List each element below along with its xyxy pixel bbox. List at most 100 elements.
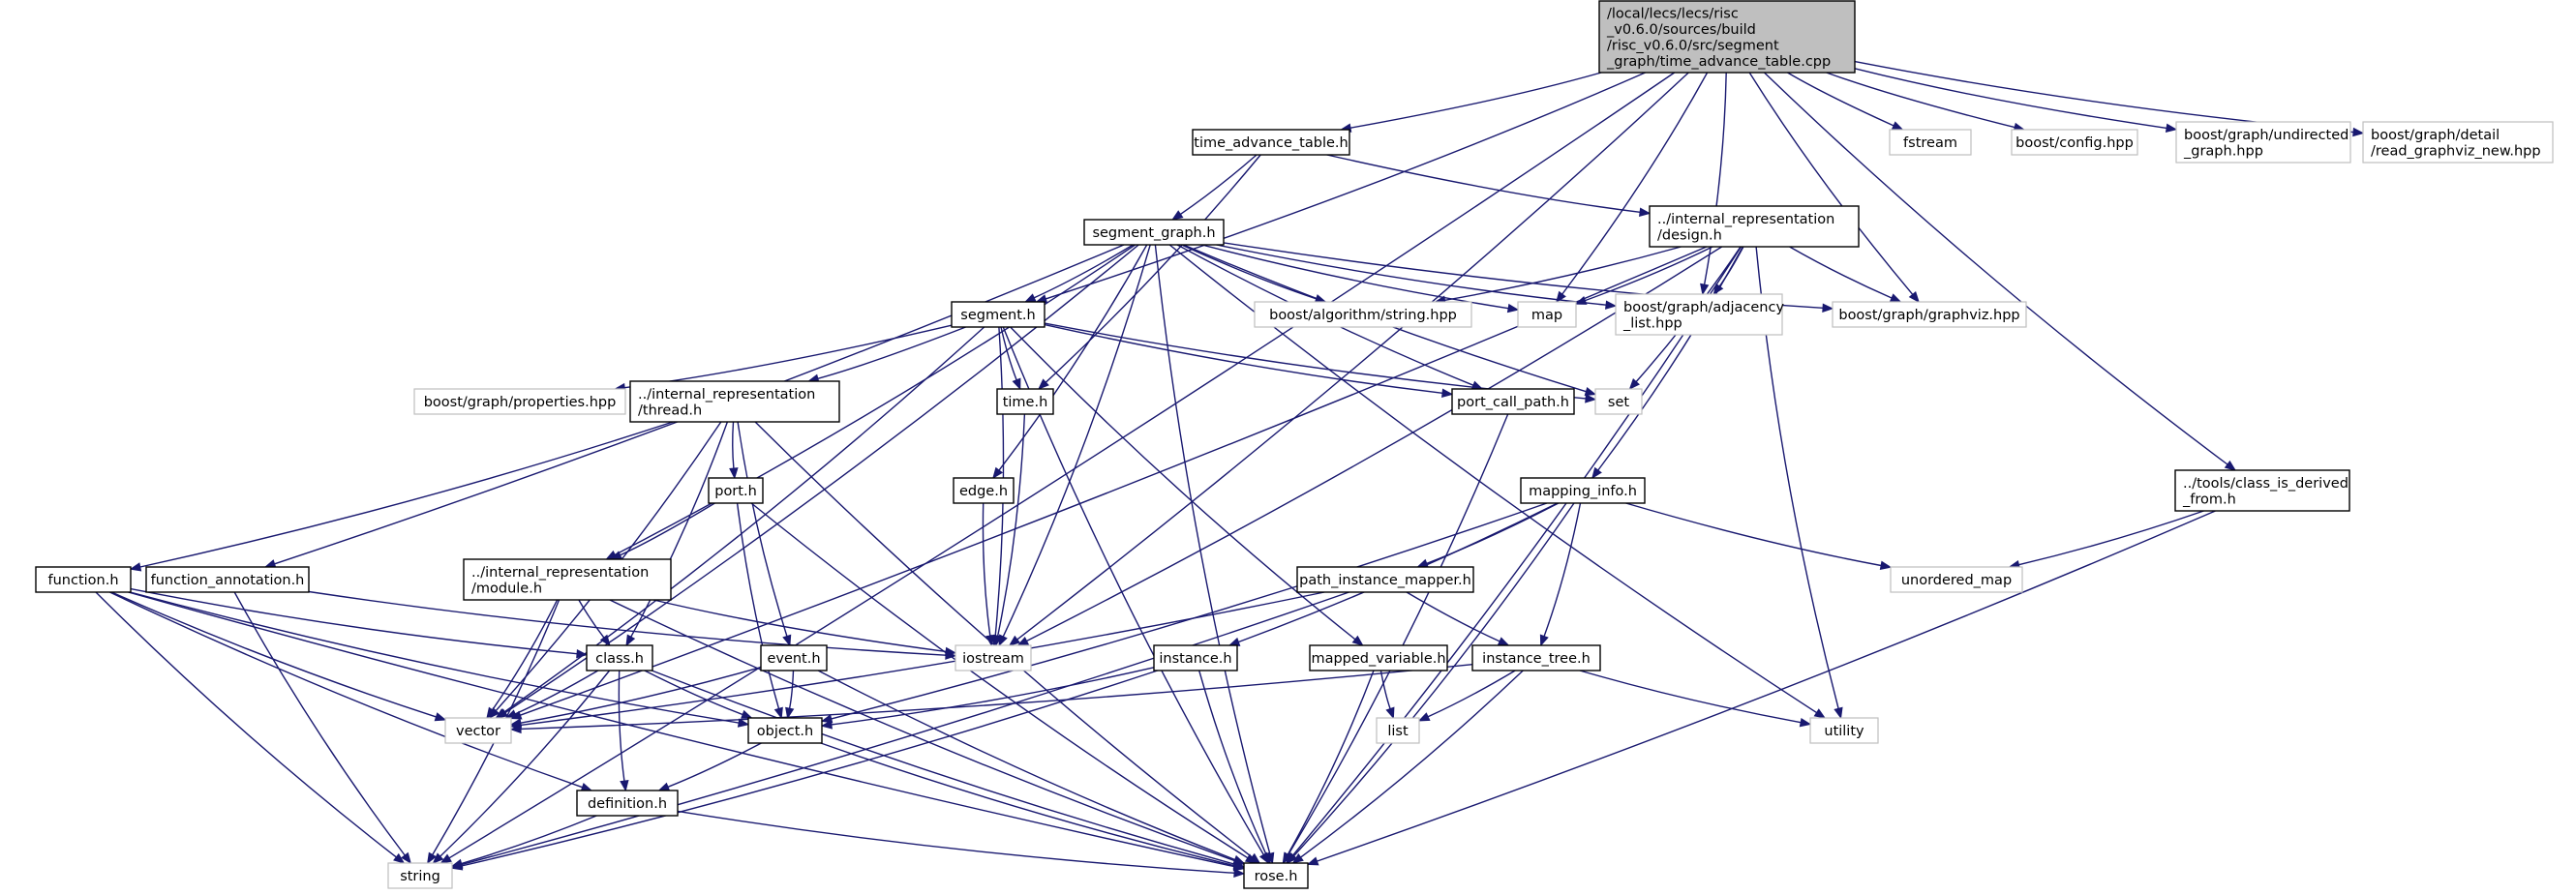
edge-class-h-to-vector	[504, 670, 599, 719]
node-segment-graph-h[interactable]: segment_graph.h	[1083, 219, 1225, 246]
node-box	[1254, 301, 1472, 328]
node-label: /read_graphviz_new.hpp	[2371, 143, 2541, 159]
edge-function-h-to-definition-h	[109, 591, 593, 792]
node-time-advance-table-h[interactable]: time_advance_table.h	[1192, 129, 1350, 156]
edge-line	[1044, 322, 1587, 400]
edge-mapping-info-h-to-instance-tree-h	[1539, 502, 1582, 647]
edge-arrowhead	[782, 634, 792, 647]
edge-design-h-to-mapping-info-h	[1591, 246, 1744, 480]
edge-instance-tree-h-to-utility	[1579, 670, 1812, 728]
edge-class-h-to-string	[432, 670, 611, 864]
node-box	[1890, 566, 2023, 593]
edge-arrowhead	[1261, 851, 1271, 865]
node-instance-h[interactable]: instance.h	[1153, 644, 1238, 671]
node-design-h[interactable]: ../internal_representation/design.h	[1649, 205, 1860, 248]
node-label: mapping_info.h	[1529, 484, 1637, 499]
edge-segment-graph-h-to-boost-adjacency	[1216, 244, 1618, 310]
edge-event-h-to-rose-h	[817, 670, 1246, 864]
edge-time-h-to-iostream	[993, 413, 1026, 647]
node-label: vector	[456, 724, 500, 739]
node-root[interactable]: /local/lecs/lecs/risc_v0.6.0/sources/bui…	[1598, 0, 1856, 74]
edge-arrowhead	[1539, 634, 1549, 647]
node-time-h[interactable]: time.h	[996, 388, 1054, 415]
edge-class-h-to-rose-h	[652, 670, 1246, 869]
node-segment-h[interactable]: segment.h	[951, 301, 1046, 328]
node-function-h[interactable]: function.h	[35, 566, 132, 593]
edge-class-is-derived-h-to-rose-h	[1306, 510, 2216, 866]
node-label: ../tools/class_is_derived	[2183, 476, 2349, 492]
edge-line	[630, 421, 729, 638]
node-class-is-derived-h[interactable]: ../tools/class_is_derived_from.h	[2174, 469, 2350, 512]
edge-line	[520, 664, 1473, 731]
node-path-instance-mapper-h[interactable]: path_instance_mapper.h	[1296, 566, 1474, 593]
edge-class-is-derived-h-to-unordered-map	[2008, 510, 2204, 570]
node-label: class.h	[595, 651, 644, 667]
node-rose-h[interactable]: rose.h	[1243, 862, 1309, 889]
edge-line	[461, 591, 1349, 866]
edge-function-annotation-h-to-string	[233, 591, 412, 865]
edge-arrowhead	[1591, 466, 1602, 480]
edge-line	[1579, 670, 1802, 724]
edge-root-to-boost-config	[1826, 72, 2026, 133]
node-module-h[interactable]: ../internal_representation/module.h	[463, 558, 672, 601]
edge-path-instance-mapper-h-to-instance-tree-h	[1406, 591, 1510, 646]
node-mapping-info-h[interactable]: mapping_info.h	[1520, 477, 1646, 504]
edge-root-to-iostream	[1008, 72, 1689, 646]
edge-arrowhead	[1605, 300, 1618, 310]
edge-arrowhead	[620, 780, 629, 792]
edge-line	[1406, 591, 1500, 642]
node-unordered-map: unordered_map	[1890, 566, 2023, 593]
node-label: boost/graph/undirected	[2184, 128, 2349, 143]
node-box	[1243, 862, 1309, 889]
node-box	[1809, 717, 1879, 744]
edge-arrowhead	[1232, 860, 1246, 871]
edge-segment-h-to-mapped-variable-h	[1010, 326, 1364, 646]
node-edge-h[interactable]: edge.h	[953, 477, 1015, 504]
edge-arrowhead	[129, 562, 142, 572]
edge-mapping-info-h-to-unordered-map	[1625, 502, 1893, 571]
edge-line	[492, 599, 559, 711]
edge-root-to-string	[439, 72, 1676, 864]
node-event-h[interactable]: event.h	[760, 644, 828, 671]
node-label: /module.h	[471, 581, 542, 596]
node-label: _graph/time_advance_table.cpp	[1606, 54, 1831, 70]
node-instance-tree-h[interactable]: instance_tree.h	[1471, 644, 1601, 671]
node-label: instance_tree.h	[1482, 651, 1591, 667]
edge-arrowhead	[1889, 293, 1902, 303]
edge-line	[750, 502, 1249, 859]
node-mapped-variable-h[interactable]: mapped_variable.h	[1309, 644, 1448, 671]
node-boost-graphviz: boost/graph/graphviz.hpp	[1832, 301, 2027, 328]
edge-line	[1561, 72, 1709, 295]
edge-arrowhead	[1879, 560, 1893, 571]
node-function-annotation-h[interactable]: function_annotation.h	[145, 566, 310, 593]
node-label: fstream	[1903, 135, 1957, 151]
edge-line	[652, 670, 1235, 865]
node-object-h[interactable]: object.h	[747, 717, 823, 744]
node-box	[760, 644, 828, 671]
node-thread-h[interactable]: ../internal_representation/thread.h	[629, 380, 840, 423]
edge-arrowhead	[741, 709, 753, 719]
edge-arrowhead	[1908, 290, 1920, 304]
edge-thread-h-to-port-h	[729, 421, 739, 480]
edge-arrowhead	[1891, 121, 1904, 131]
node-box	[1889, 129, 1972, 156]
node-box	[1471, 644, 1601, 671]
edge-arrowhead	[1417, 712, 1431, 722]
edge-arrowhead	[1585, 394, 1597, 403]
edge-root-to-boost-graphviz	[1748, 72, 1920, 304]
node-box	[1832, 301, 2027, 328]
edge-line	[439, 670, 611, 857]
edge-line	[1291, 246, 1743, 856]
node-utility: utility	[1809, 717, 1879, 744]
node-label: ../internal_representation	[471, 565, 649, 581]
node-label: boost/graph/properties.hpp	[424, 395, 617, 410]
node-port-call-path-h[interactable]: port_call_path.h	[1451, 388, 1575, 415]
node-port-h[interactable]: port.h	[708, 477, 764, 504]
edge-line	[1625, 502, 1882, 567]
node-class-h[interactable]: class.h	[586, 644, 653, 671]
node-definition-h[interactable]: definition.h	[576, 790, 679, 817]
edge-object-h-to-definition-h	[657, 742, 762, 791]
edge-arrowhead	[1016, 637, 1030, 646]
edge-line	[998, 244, 1148, 471]
edge-port-call-path-h-to-rose-h	[1283, 413, 1509, 865]
